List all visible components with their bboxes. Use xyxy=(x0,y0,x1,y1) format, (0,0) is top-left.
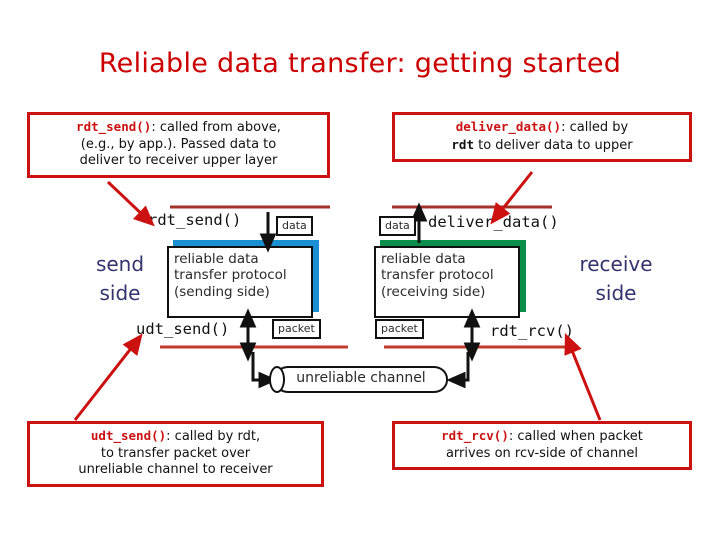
sending-protocol-line3: (sending side) xyxy=(174,283,270,300)
callout-udt-send: udt_send(): called by rdt, to transfer p… xyxy=(27,421,324,487)
callout-rdt-send-line1-rest: : called from above, xyxy=(151,120,281,135)
leader-arrow-rdt-rcv xyxy=(564,332,602,421)
sending-protocol-box: reliable data transfer protocol (sending… xyxy=(167,240,325,324)
callout-udt-send-line1: udt_send(): called by rdt, xyxy=(36,428,315,446)
callout-udt-send-line1-rest: : called by rdt, xyxy=(166,429,261,444)
page-title: Reliable data transfer: getting started xyxy=(98,48,622,79)
callout-deliver-data-line1-rest: : called by xyxy=(561,120,629,135)
callout-rdt-send-line2: (e.g., by app.). Passed data to xyxy=(80,136,277,152)
callout-rdt-send-line3: deliver to receiver upper layer xyxy=(79,153,278,169)
unreliable-channel: unreliable channel xyxy=(266,366,456,393)
send-side-label-line2: side xyxy=(99,281,141,305)
leader-arrow-deliver-data xyxy=(490,171,534,225)
label-rdt-rcv: rdt_rcv() xyxy=(490,322,574,340)
callout-rdt-send-code: rdt_send() xyxy=(76,119,152,134)
receive-side-label-line1: receive xyxy=(579,252,653,276)
callout-rdt-send: rdt_send(): called from above, (e.g., by… xyxy=(27,112,330,178)
sending-protocol-line1: reliable data xyxy=(174,251,259,267)
receive-side-label-line2: side xyxy=(595,281,637,305)
receiving-protocol-line2: transfer protocol xyxy=(381,267,494,284)
send-side-label-line1: send xyxy=(95,252,145,276)
receive-side-label: receive side xyxy=(556,250,676,308)
sending-protocol-line2: transfer protocol xyxy=(174,267,287,284)
label-rdt-send: rdt_send() xyxy=(148,211,242,229)
callout-deliver-data-line2: rdt to deliver data to upper xyxy=(401,137,683,155)
arrow-channel-to-receiver xyxy=(446,352,470,389)
receiving-protocol-box: reliable data transfer protocol (receivi… xyxy=(374,240,532,324)
receiving-protocol-face: reliable data transfer protocol (receivi… xyxy=(374,246,520,318)
callout-deliver-data-code: deliver_data() xyxy=(455,119,562,134)
receiving-protocol-line1: reliable data xyxy=(381,251,466,267)
callout-deliver-data: deliver_data(): called by rdt to deliver… xyxy=(392,112,692,163)
callout-udt-send-code: udt_send() xyxy=(90,428,167,443)
label-deliver-data: deliver_data() xyxy=(428,213,559,231)
callout-rdt-rcv-code: rdt_rcv() xyxy=(441,428,509,443)
callout-rdt-rcv: rdt_rcv(): called when packet arrives on… xyxy=(392,421,692,471)
callout-deliver-data-line2-rest: to deliver data to upper xyxy=(473,137,633,153)
callout-udt-send-line3: unreliable channel to receiver xyxy=(78,462,273,478)
leader-arrow-rdt-send xyxy=(106,180,155,227)
callout-deliver-data-line2-code: rdt xyxy=(451,136,474,152)
packet-box-receiver: packet xyxy=(375,319,424,339)
leader-arrow-udt-send xyxy=(73,333,143,421)
callout-rdt-rcv-line1: rdt_rcv(): called when packet xyxy=(401,428,683,446)
callout-rdt-rcv-line2: arrives on rcv-side of channel xyxy=(445,445,639,461)
callout-rdt-rcv-line1-rest: : called when packet xyxy=(508,429,643,444)
callout-udt-send-line2: to transfer packet over xyxy=(100,445,251,461)
callout-rdt-send-line1: rdt_send(): called from above, xyxy=(36,119,321,137)
sending-protocol-face: reliable data transfer protocol (sending… xyxy=(167,246,313,318)
data-box-receiver: data xyxy=(379,216,416,236)
channel-label: unreliable channel xyxy=(296,370,426,386)
data-box-sender: data xyxy=(276,216,313,236)
packet-box-sender: packet xyxy=(272,319,321,339)
receiving-protocol-line3: (receiving side) xyxy=(381,283,486,300)
callout-deliver-data-line1: deliver_data(): called by xyxy=(401,119,683,137)
send-side-label: send side xyxy=(70,250,170,308)
label-udt-send: udt_send() xyxy=(136,320,230,338)
